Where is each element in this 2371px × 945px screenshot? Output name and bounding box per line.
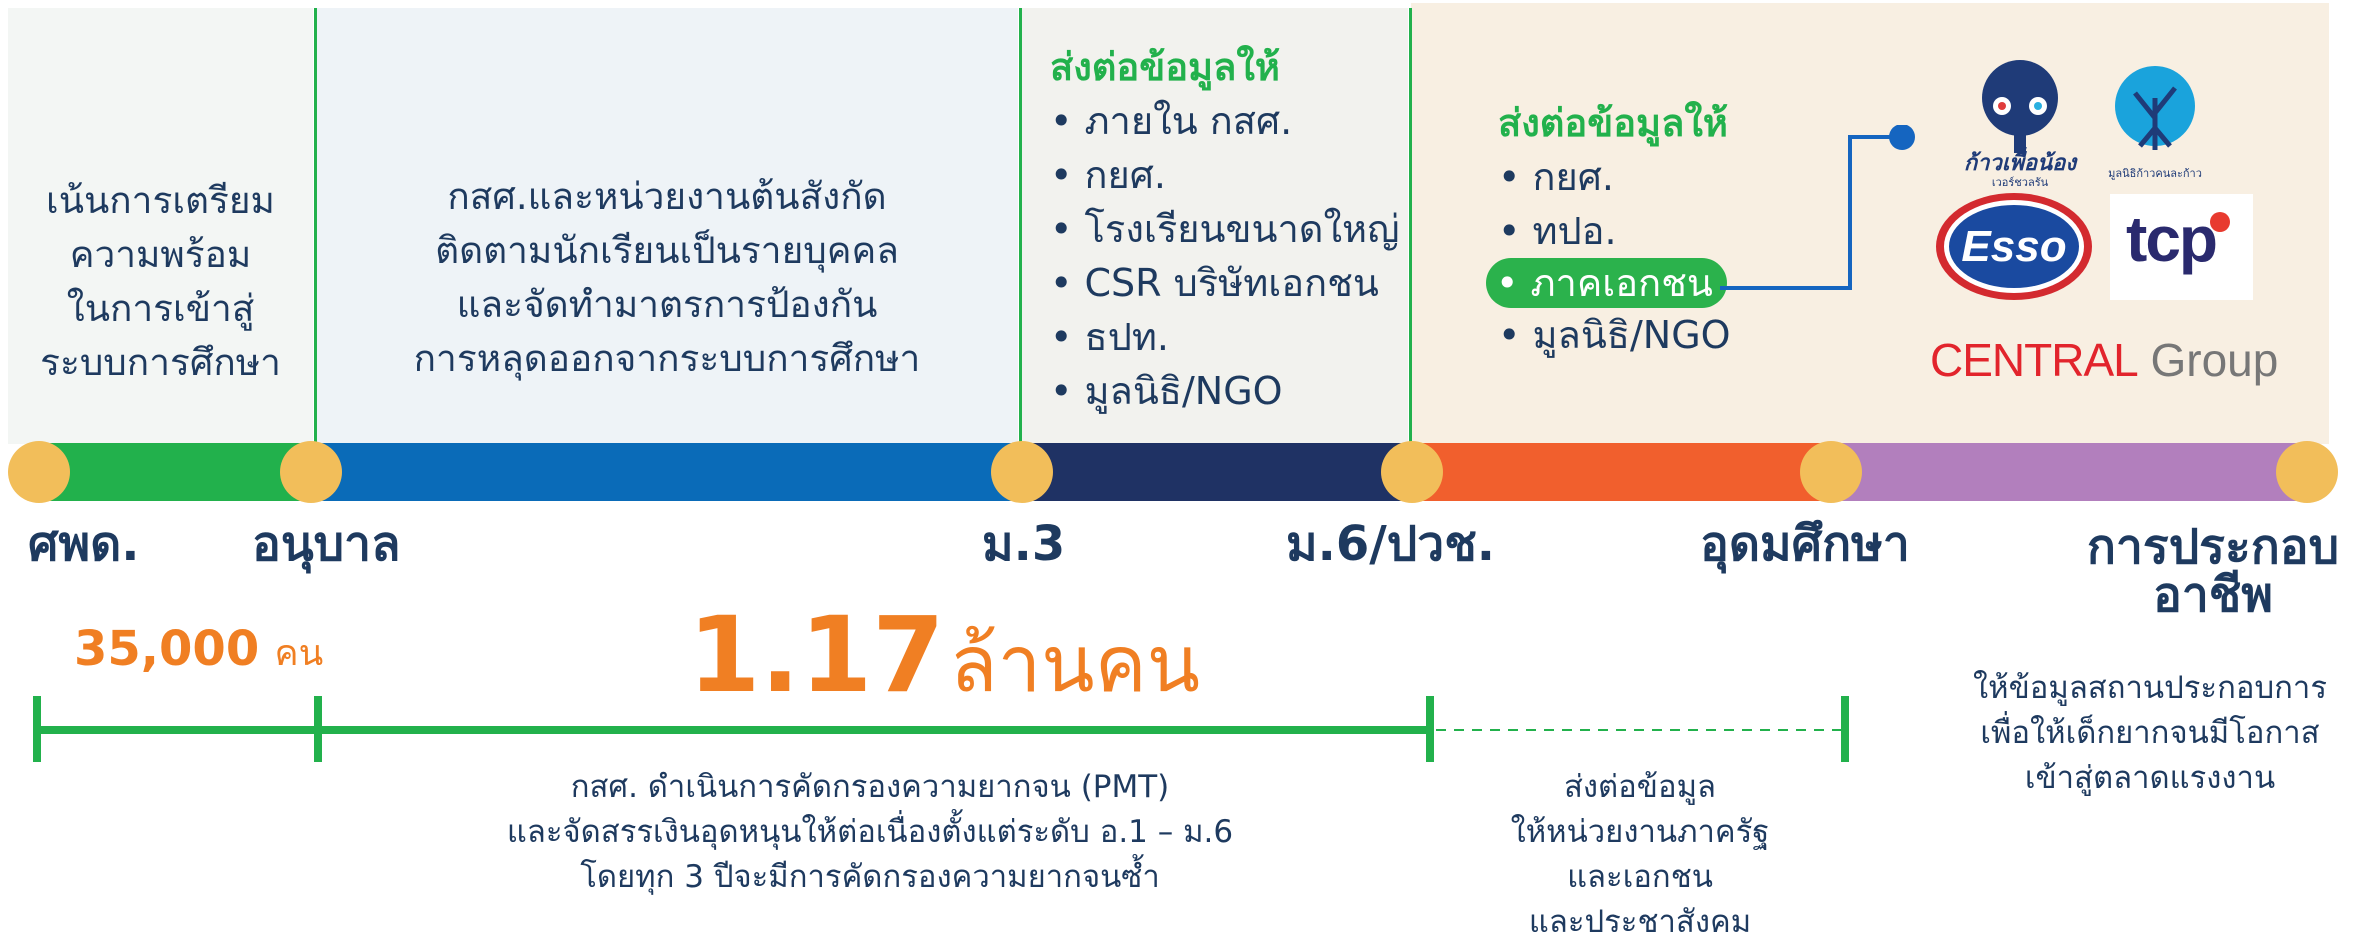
list-item: ธปท. xyxy=(1050,310,1399,364)
divider-1 xyxy=(314,8,317,444)
track-line: กสศ.และหน่วยงานต้นสังกัด xyxy=(447,175,887,218)
prep-line: ระบบการศึกษา xyxy=(40,341,281,384)
track-line: และจัดทำมาตรการป้องกัน xyxy=(456,283,878,326)
tcp-text: tcp xyxy=(2126,203,2218,275)
share-line: และประชาสังคม xyxy=(1528,904,1752,940)
list-item: CSR บริษัทเอกชน xyxy=(1050,256,1399,310)
list-item: มูลนิธิ/NGO xyxy=(1050,364,1399,418)
tree-foundation-icon xyxy=(2115,66,2195,150)
stage-label-career: การประกอบ อาชีพ xyxy=(2068,523,2358,619)
share-line: และเอกชน xyxy=(1567,859,1713,895)
tcp-dot-icon xyxy=(2210,212,2230,232)
share-line: ให้หน่วยงานภาครัฐ xyxy=(1510,814,1770,850)
list-item: กยศ. xyxy=(1498,150,1731,204)
esso-logo: Esso xyxy=(1936,193,2092,300)
milestone-dot xyxy=(280,441,342,503)
milestone-dot xyxy=(1381,441,1443,503)
central-group-logo: CENTRAL Group xyxy=(1930,333,2278,387)
track-line: ติดตามนักเรียนเป็นรายบุคคล xyxy=(435,229,899,272)
list-item: มูลนิธิ/NGO xyxy=(1498,308,1731,362)
career-note-line: เข้าสู่ตลาดแรงงาน xyxy=(2024,760,2276,796)
count-small-unit: คน xyxy=(274,633,324,674)
stage-label-higher-ed: อุดมศึกษา xyxy=(1700,516,1910,572)
timeline-seg-blue xyxy=(311,443,1024,501)
m3-share-heading: ส่งต่อข้อมูลให้ xyxy=(1050,45,1280,89)
career-note-line: เพื่อให้เด็กยากจนมีโอกาส xyxy=(1980,715,2320,751)
panel-m6-content: ส่งต่อข้อมูลให้ กยศ. ทปอ. ภาคเอกชน มูลนิ… xyxy=(1486,96,1731,362)
stage-label-m3: ม.3 xyxy=(982,516,1066,572)
panel-prep-bg xyxy=(8,8,313,444)
count-big-unit: ล้านคน xyxy=(949,620,1201,710)
prep-line: ความพร้อม xyxy=(69,233,252,276)
stage-label-childcare: ศพด. xyxy=(28,516,140,572)
panel-track-text: กสศ.และหน่วยงานต้นสังกัด ติดตามนักเรียนเ… xyxy=(316,170,1018,386)
kao-text: ก้าวเพื่อน้อง xyxy=(1963,151,2077,176)
count-small: 35,000 คน xyxy=(74,620,323,683)
tree-foundation-sub: มูลนิธิก้าวคนละก้าว xyxy=(2108,167,2202,180)
timeline-seg-purple xyxy=(1831,443,2305,501)
divider-2 xyxy=(1019,8,1022,444)
prep-line: ในการเข้าสู่ xyxy=(66,287,255,330)
connector-line xyxy=(1720,125,1915,290)
note-pmt: กสศ. ดำเนินการคัดกรองความยากจน (PMT) และ… xyxy=(440,765,1300,900)
m6-share-list: กยศ. ทปอ. ภาคเอกชน มูลนิธิ/NGO xyxy=(1486,150,1731,362)
tree-foundation-logo: มูลนิธิก้าวคนละก้าว xyxy=(2100,58,2210,183)
track-line: การหลุดออกจากระบบการศึกษา xyxy=(413,337,921,380)
list-item: โรงเรียนขนาดใหญ่ xyxy=(1050,202,1400,256)
esso-text: Esso xyxy=(1961,221,2067,271)
private-sector-highlight: ภาคเอกชน xyxy=(1486,258,1727,308)
count-small-number: 35,000 xyxy=(74,621,260,677)
m6-share-heading: ส่งต่อข้อมูลให้ xyxy=(1498,101,1728,145)
tcp-logo: tcp xyxy=(2110,194,2253,300)
coverage-bracket xyxy=(33,696,1849,762)
list-item: ทปอ. xyxy=(1498,204,1731,258)
pmt-line: กสศ. ดำเนินการคัดกรองความยากจน (PMT) xyxy=(570,769,1170,805)
divider-3 xyxy=(1409,8,1412,444)
group-text: Group xyxy=(2150,334,2279,386)
timeline-seg-orange xyxy=(1411,443,1835,501)
note-career: ให้ข้อมูลสถานประกอบการ เพื่อให้เด็กยากจน… xyxy=(1950,666,2350,801)
list-item: ภายใน กสศ. xyxy=(1050,94,1399,148)
milestone-dot xyxy=(1800,441,1862,503)
count-big: 1.17 ล้านคน xyxy=(688,600,1200,741)
panel-track-bg xyxy=(316,8,1018,444)
kao-sub: เวอร์ชวลรัน xyxy=(1991,176,2049,189)
timeline-seg-navy xyxy=(1020,443,1415,501)
prep-line: เน้นการเตรียม xyxy=(46,179,275,222)
panel-prep-text: เน้นการเตรียม ความพร้อม ในการเข้าสู่ ระบ… xyxy=(8,174,313,390)
stage-label-kindergarten: อนุบาล xyxy=(252,516,401,572)
note-share: ส่งต่อข้อมูล ให้หน่วยงานภาครัฐ และเอกชน … xyxy=(1470,765,1810,945)
panel-m3-content: ส่งต่อข้อมูลให้ ภายใน กสศ. กยศ. โรงเรียน… xyxy=(1050,40,1399,418)
career-line: อาชีพ xyxy=(2153,567,2273,623)
timeline-seg-green xyxy=(38,443,315,501)
career-note-line: ให้ข้อมูลสถานประกอบการ xyxy=(1973,670,2327,706)
kao-logo: ก้าวเพื่อน้อง เวอร์ชวลรัน xyxy=(1960,58,2080,189)
list-item: กยศ. xyxy=(1050,148,1399,202)
count-big-number: 1.17 xyxy=(688,594,945,716)
m3-share-list: ภายใน กสศ. กยศ. โรงเรียนขนาดใหญ่ CSR บริ… xyxy=(1050,94,1400,418)
share-line: ส่งต่อข้อมูล xyxy=(1563,769,1717,805)
stage-label-m6: ม.6/ปวช. xyxy=(1286,516,1496,572)
career-line: การประกอบ xyxy=(2086,519,2340,575)
pmt-line: โดยทุก 3 ปีจะมีการคัดกรองความยากจนซ้ำ xyxy=(580,859,1160,895)
central-text: CENTRAL xyxy=(1930,334,2139,386)
milestone-dot xyxy=(2276,441,2338,503)
milestone-dot xyxy=(991,441,1053,503)
milestone-dot xyxy=(8,441,70,503)
kao-tree-icon xyxy=(1982,60,2058,153)
pmt-line: และจัดสรรเงินอุดหนุนให้ต่อเนื่องตั้งแต่ร… xyxy=(506,814,1234,850)
